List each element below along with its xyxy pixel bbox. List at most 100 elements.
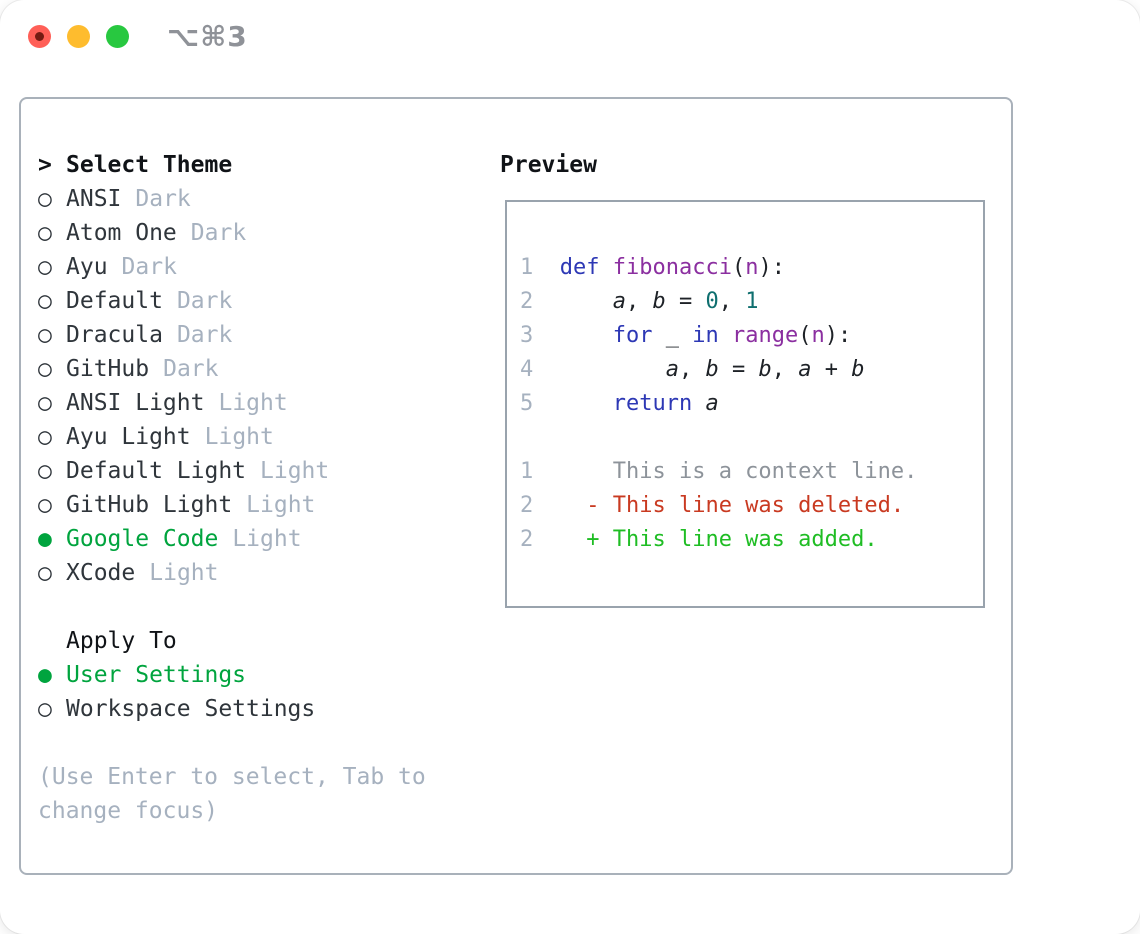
- code-line: 3 for _ in range(n):: [520, 319, 983, 353]
- radio-icon: ○: [38, 356, 52, 382]
- theme-variant: Light: [204, 424, 274, 450]
- theme-variant: Light: [260, 458, 330, 484]
- code-token-kw: in: [692, 323, 719, 348]
- code-token-pl: [719, 323, 732, 348]
- theme-name: Ayu: [66, 254, 108, 280]
- code-token-kw: return: [612, 391, 693, 416]
- code-token-pl: [692, 391, 705, 416]
- code-token-fn: n: [811, 323, 825, 348]
- code-token-pl: ,: [771, 357, 799, 382]
- theme-variant: Dark: [121, 254, 177, 280]
- code-preview: 1 def fibonacci(n): 2 a, b = 0, 1 3 for _ …: [520, 251, 983, 421]
- apply-to-name: User Settings: [66, 662, 247, 688]
- theme-item[interactable]: ● Google Code Light: [38, 522, 474, 556]
- preview-header: Preview: [500, 152, 597, 178]
- line-number: 2: [520, 493, 560, 518]
- theme-name: XCode: [66, 560, 136, 586]
- code-token-kw: def: [559, 255, 600, 280]
- code-token-lit: 0: [705, 289, 719, 314]
- diff-line-added: 2 + This line was added.: [520, 523, 983, 557]
- code-token-pl: ):: [758, 255, 785, 280]
- line-number: 1: [520, 255, 560, 280]
- code-line: 5 return a: [520, 387, 983, 421]
- apply-to-item[interactable]: ○ Workspace Settings: [38, 692, 474, 726]
- apply-to-item[interactable]: ●User Settings: [38, 658, 474, 692]
- code-token-pl: =: [718, 357, 759, 382]
- theme-name: ANSI Light: [66, 390, 205, 416]
- code-token-pl: [560, 391, 613, 416]
- line-number: 1: [520, 459, 560, 484]
- select-theme-header: > Select Theme: [38, 148, 474, 182]
- minimize-button[interactable]: [67, 25, 90, 48]
- radio-selected-icon: ●: [38, 526, 52, 552]
- theme-item[interactable]: ○ Dracula Dark: [38, 318, 474, 352]
- radio-icon: ○: [38, 424, 52, 450]
- theme-variant: Dark: [176, 322, 233, 348]
- radio-icon: ○: [38, 560, 52, 586]
- theme-item[interactable]: ○ GitHub Light Light: [38, 488, 474, 522]
- cursor-icon: >: [38, 152, 52, 178]
- code-line: 1 def fibonacci(n):: [520, 251, 983, 285]
- apply-to-list: ●User Settings ○ Workspace Settings: [38, 658, 474, 726]
- radio-icon: ○: [38, 186, 52, 212]
- titlebar: ⌥⌘3: [0, 0, 1140, 74]
- radio-icon: ○: [38, 322, 52, 348]
- theme-name: GitHub Light: [66, 492, 233, 518]
- select-theme-title: Select Theme: [66, 152, 233, 178]
- theme-name: ANSI: [66, 186, 122, 212]
- code-token-var: b: [652, 289, 666, 314]
- diff-line-context: 1 This is a context line.: [520, 455, 983, 489]
- apply-to-header: Apply To: [38, 624, 474, 658]
- theme-name: Google Code: [66, 526, 219, 552]
- diff-text: This is a context line.: [559, 459, 918, 484]
- diff-line-deleted: 2 - This line was deleted.: [520, 489, 983, 523]
- radio-icon: ○: [38, 254, 52, 280]
- line-number: 2: [520, 289, 560, 314]
- code-token-pl: _: [652, 323, 693, 348]
- theme-variant: Light: [232, 526, 302, 552]
- theme-variant: Light: [218, 390, 288, 416]
- code-token-pl: (: [731, 255, 746, 280]
- theme-item[interactable]: ○ Ayu Dark: [38, 250, 474, 284]
- hint-text: (Use Enter to select, Tab to change focu…: [38, 764, 426, 824]
- code-token-pl: [560, 323, 613, 348]
- code-token-var: a: [665, 357, 679, 382]
- apply-to-name: Workspace Settings: [66, 696, 316, 722]
- code-token-pl: ,: [678, 357, 706, 382]
- theme-name: Default: [66, 288, 163, 314]
- code-token-pl: (: [798, 323, 812, 348]
- radio-icon: ○: [38, 492, 52, 518]
- code-token-var: b: [758, 357, 772, 382]
- diff-preview: 1 This is a context line.2 - This line w…: [520, 455, 983, 557]
- close-button[interactable]: [28, 25, 51, 48]
- radio-icon: ○: [38, 288, 52, 314]
- maximize-button[interactable]: [106, 25, 129, 48]
- code-token-pl: ,: [718, 289, 746, 314]
- diff-text: + This line was added.: [559, 527, 878, 552]
- radio-icon: ○: [38, 696, 52, 722]
- line-number: 5: [520, 391, 560, 416]
- code-token-pl: ):: [824, 323, 852, 348]
- line-number: 3: [520, 323, 560, 348]
- radio-icon: ○: [38, 458, 52, 484]
- code-token-var: a: [612, 289, 626, 314]
- code-line: 4 a, b = b, a + b: [520, 353, 983, 387]
- preview-box: 1 def fibonacci(n): 2 a, b = 0, 1 3 for _ …: [505, 200, 985, 608]
- theme-name: Atom One: [66, 220, 177, 246]
- theme-variant: Dark: [190, 220, 247, 246]
- code-token-kw: for: [612, 323, 653, 348]
- theme-variant: Light: [246, 492, 316, 518]
- code-token-var: a: [798, 357, 812, 382]
- theme-name: Dracula: [66, 322, 163, 348]
